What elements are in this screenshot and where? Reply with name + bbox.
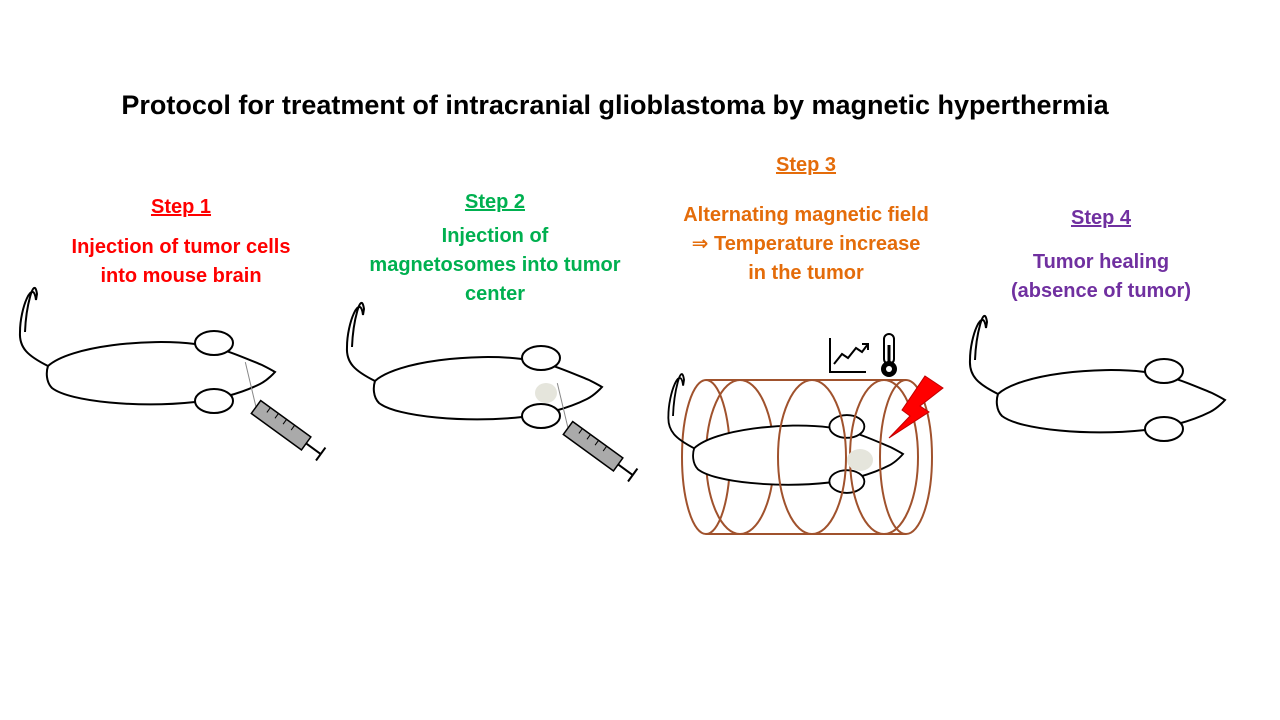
step-4-label: Step 4: [1070, 207, 1132, 229]
step-4-line-1: Tumor healing: [1032, 251, 1170, 273]
step-2-line-2: magnetosomes into tumor: [369, 254, 621, 276]
step-1-label: Step 1: [150, 196, 212, 218]
chart-rising-icon: [829, 338, 869, 373]
mouse-icon: [18, 286, 276, 414]
step-1-line-2: into mouse brain: [100, 265, 262, 287]
step-4: Step 4 Tumor healing (absence of tumor): [992, 207, 1210, 306]
step-2-line-1: Injection of: [441, 225, 549, 247]
diagram-title: Protocol for treatment of intracranial g…: [121, 90, 1109, 120]
tumor-spot: [847, 449, 873, 471]
step-3-label: Step 3: [775, 154, 837, 176]
step-3-line-1: Alternating magnetic field: [683, 204, 929, 226]
tumor-spot: [535, 383, 557, 403]
mouse-icon: [968, 314, 1226, 442]
step-1-line-1: Injection of tumor cells: [71, 236, 291, 258]
step-3-line-3: in the tumor: [748, 262, 864, 284]
step-3: Step 3 Alternating magnetic field ⇒ Temp…: [664, 154, 948, 288]
mouse-icon: [667, 373, 904, 494]
step-2-line-3: center: [464, 283, 526, 305]
step-2: Step 2 Injection of magnetosomes into tu…: [354, 191, 636, 309]
step-1: Step 1 Injection of tumor cells into mou…: [54, 196, 308, 291]
step-2-label: Step 2: [464, 191, 526, 213]
thermometer-icon: [881, 333, 897, 377]
step-3-line-2: ⇒ Temperature increase: [691, 233, 921, 255]
step-4-line-2: (absence of tumor): [1010, 280, 1192, 302]
lightning-icon: [888, 375, 944, 439]
